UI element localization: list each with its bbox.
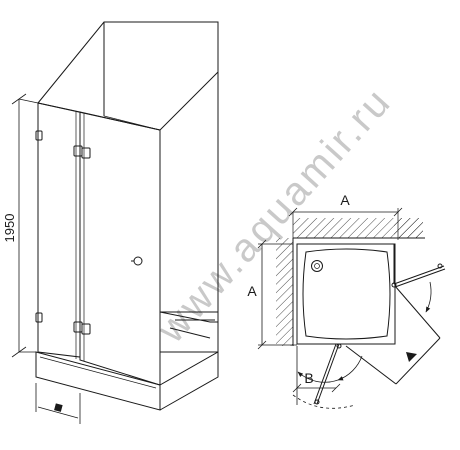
hinge-icon xyxy=(35,130,43,141)
glass-doors xyxy=(35,102,161,386)
height-dimension-label: 1950 xyxy=(2,214,17,243)
back-wall xyxy=(293,218,423,238)
tray-basin xyxy=(302,248,391,340)
hinge-icon xyxy=(81,147,91,159)
side-wall xyxy=(276,238,293,346)
door-offset-label: B xyxy=(304,370,313,386)
hinge-icon xyxy=(81,323,91,335)
plan-view: A A B xyxy=(247,192,446,409)
hinge-icon xyxy=(73,145,83,157)
drain-icon xyxy=(311,260,323,272)
direction-arrow-icon xyxy=(406,352,417,362)
watermark: www.aquamir.ru xyxy=(148,79,400,352)
swing-arc-left xyxy=(297,371,339,383)
open-doors xyxy=(313,263,446,405)
wall-corner xyxy=(37,21,219,352)
watermark-text: www.aquamir.ru xyxy=(148,79,400,352)
plan-depth-label: A xyxy=(247,283,257,299)
shower-tray xyxy=(35,311,219,411)
hinge-icon xyxy=(73,321,83,333)
height-dimension: 1950 xyxy=(2,93,39,358)
tray-outline xyxy=(296,243,396,345)
door-knob-icon xyxy=(133,256,143,266)
enclosure-3d-view: 1950 xyxy=(2,21,219,424)
width-dimension xyxy=(35,383,81,424)
plan-width-label: A xyxy=(340,192,350,208)
swing-arc-right xyxy=(425,281,432,313)
width-marker-icon xyxy=(54,403,63,412)
hinge-icon xyxy=(35,312,43,323)
